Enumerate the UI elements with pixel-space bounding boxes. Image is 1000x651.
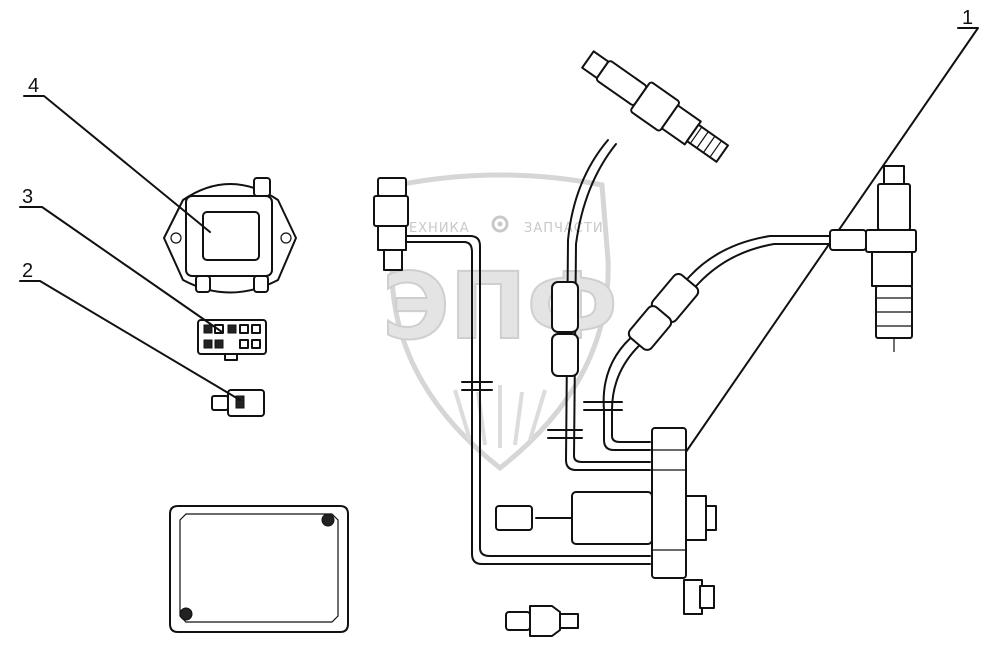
watermark-left-text: ТЕХНИКА [399, 221, 470, 236]
leader-4 [23, 95, 211, 233]
watermark: ТЕХНИКА ЗАПЧАСТИ ЭПФ [381, 172, 619, 472]
pipes [405, 139, 831, 565]
right-sensor [829, 165, 917, 352]
leader-1 [667, 27, 979, 479]
gear-icon [491, 215, 509, 233]
left-sensor [373, 177, 409, 271]
watermark-right-text: ЗАПЧАСТИ [524, 221, 604, 236]
callout-4: 4 [28, 75, 39, 97]
pressure-switch [505, 605, 579, 637]
leader-3 [19, 206, 223, 333]
cover-plate [169, 505, 349, 633]
part-3-connector [197, 319, 267, 361]
part-2-plug [211, 389, 265, 417]
junction-block [495, 427, 717, 615]
callout-3: 3 [22, 186, 33, 208]
leader-2 [19, 280, 241, 401]
watermark-shield [389, 172, 611, 472]
callout-leaders [19, 27, 979, 479]
watermark-logo-letters: ЭПФ [382, 253, 618, 360]
part-4-housing [163, 177, 297, 294]
callout-1: 1 [962, 7, 973, 29]
wheat-icon [453, 385, 547, 448]
callout-2: 2 [22, 260, 33, 282]
top-sensor [581, 50, 729, 163]
